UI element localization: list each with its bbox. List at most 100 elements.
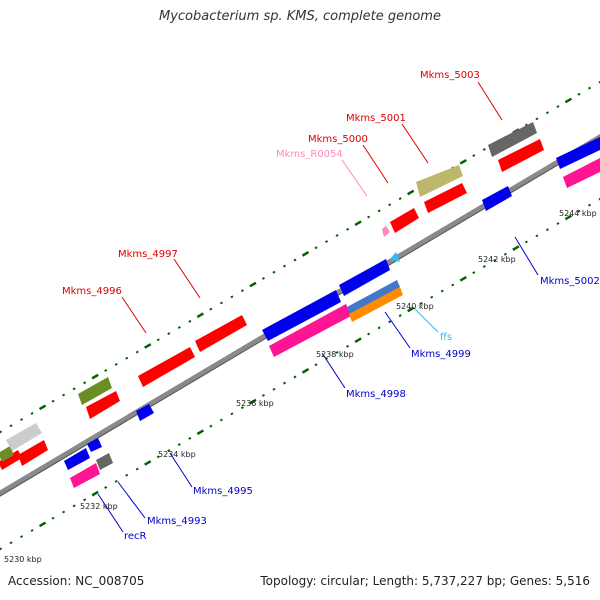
forward-track-dot <box>167 332 171 336</box>
label-callouts <box>97 81 539 533</box>
gene-feature-olive[interactable] <box>78 377 112 405</box>
gene-feature-olive[interactable] <box>0 446 14 462</box>
reverse-track-dot <box>512 245 520 251</box>
reverse-track-dot <box>440 289 444 293</box>
reverse-track-dot <box>230 412 234 416</box>
reverse-track-dot <box>388 320 392 324</box>
reverse-track-dot <box>135 467 139 471</box>
gene-feature-blue[interactable] <box>339 259 390 296</box>
forward-track-dot <box>177 326 181 329</box>
forward-track-dot <box>482 148 486 151</box>
reverse-track-dot <box>167 449 171 453</box>
reverse-track-dot <box>9 541 13 545</box>
forward-features <box>0 122 600 470</box>
gene-feature-steel-blue[interactable] <box>347 280 400 314</box>
gene-feature-gray[interactable] <box>96 453 113 470</box>
gene-label[interactable]: Mkms_R0054 <box>276 149 343 160</box>
gene-feature-pink[interactable] <box>382 226 390 237</box>
gene-label[interactable]: Mkms_5001 <box>346 113 406 124</box>
forward-track-dot <box>459 158 467 165</box>
gene-feature-red[interactable] <box>424 183 467 213</box>
reverse-track-dot <box>219 418 223 422</box>
gene-feature-red[interactable] <box>18 440 48 466</box>
tick-label: 5238 kbp <box>316 350 354 359</box>
gene-feature-red[interactable] <box>195 315 247 352</box>
gene-feature-blue[interactable] <box>262 290 341 341</box>
tick-label: 5234 kbp <box>158 450 196 459</box>
gene-feature-gray[interactable] <box>488 122 537 157</box>
reverse-track-dot <box>430 295 434 299</box>
gene-feature-magenta[interactable] <box>269 304 351 357</box>
gene-feature-blue[interactable] <box>64 448 90 470</box>
gene-feature-blue[interactable] <box>482 186 512 211</box>
forward-track-dot <box>240 289 244 293</box>
forward-track-dot <box>51 399 55 403</box>
gene-label[interactable]: Mkms_4997 <box>118 249 178 260</box>
gene-label[interactable]: recR <box>124 531 147 542</box>
gene-label[interactable]: Mkms_5003 <box>420 70 480 81</box>
reverse-track-dot <box>451 283 455 287</box>
reverse-track-dot <box>20 535 24 539</box>
forward-track-dot <box>83 381 87 385</box>
reverse-track-dot <box>564 214 573 221</box>
reverse-track-dot <box>249 398 257 405</box>
gene-feature-blue[interactable] <box>87 438 102 452</box>
gene-label[interactable]: Mkms_5002 <box>540 276 600 287</box>
forward-track-dot <box>377 209 381 213</box>
gene-label[interactable]: Mkms_4993 <box>147 516 207 527</box>
gene-label[interactable]: Mkms_5000 <box>308 134 368 145</box>
tick-label: 5242 kbp <box>478 255 516 264</box>
forward-track-dot <box>346 227 350 231</box>
forward-track-dot <box>587 86 592 90</box>
forward-track-dot <box>135 350 139 354</box>
reverse-track-dot <box>335 350 339 354</box>
forward-track-dot <box>335 233 339 237</box>
forward-track-dot <box>104 369 108 372</box>
gene-label[interactable]: Mkms_4995 <box>193 486 253 497</box>
reverse-track-dot <box>196 429 204 436</box>
reverse-track-dot <box>503 252 507 256</box>
gene-feature-khaki[interactable] <box>416 165 463 197</box>
gene-feature-blue[interactable] <box>136 404 154 421</box>
forward-track-dot <box>367 215 371 219</box>
reverse-track-dot <box>125 473 129 477</box>
gene-label[interactable]: Mkms_4999 <box>411 349 471 360</box>
reverse-track-dot <box>524 240 528 244</box>
reverse-track-dot <box>83 498 87 502</box>
tick-label: 5244 kbp <box>559 209 597 218</box>
gene-feature-light-gray[interactable] <box>6 423 42 451</box>
accession-text: Accession: NC_008705 <box>8 574 145 588</box>
reverse-track-dot <box>314 363 318 367</box>
gene-feature-light-blue[interactable] <box>390 252 400 262</box>
gene-label[interactable]: Mkms_4998 <box>346 389 406 400</box>
reverse-track-dot <box>354 337 362 344</box>
reverse-track-dot <box>51 516 55 520</box>
reverse-track-dot <box>188 436 192 440</box>
gene-feature-blue[interactable] <box>556 137 600 169</box>
reverse-track-dot <box>377 326 381 330</box>
forward-track-dot <box>577 92 581 96</box>
forward-track-dot <box>0 430 3 434</box>
gene-feature-red[interactable] <box>0 450 22 470</box>
gene-feature-magenta[interactable] <box>70 463 100 488</box>
forward-track-dot <box>545 111 549 115</box>
gene-labels: Mkms_5003 Mkms_5001 Mkms_5000 Mkms_R0054… <box>62 70 600 542</box>
tick-label: 5236 kbp <box>236 399 274 408</box>
reverse-track-dot <box>419 301 423 305</box>
forward-track-dot <box>188 319 192 323</box>
reverse-track-dot <box>472 271 476 275</box>
reverse-track-dot <box>261 393 265 397</box>
reverse-track-dot <box>545 228 549 232</box>
gene-feature-red[interactable] <box>86 391 120 419</box>
forward-track-dot <box>598 80 600 84</box>
gene-feature-red[interactable] <box>390 208 419 233</box>
reverse-track-dot <box>177 443 181 446</box>
gene-label[interactable]: Mkms_4996 <box>62 286 122 297</box>
reverse-track-dot <box>38 521 47 528</box>
gene-feature-red[interactable] <box>138 347 195 387</box>
forward-track-dot <box>388 203 392 207</box>
gene-feature-red[interactable] <box>498 139 544 172</box>
gene-feature-orange[interactable] <box>349 287 403 322</box>
gene-feature-magenta[interactable] <box>563 158 600 188</box>
gene-label[interactable]: ffs <box>440 332 452 343</box>
